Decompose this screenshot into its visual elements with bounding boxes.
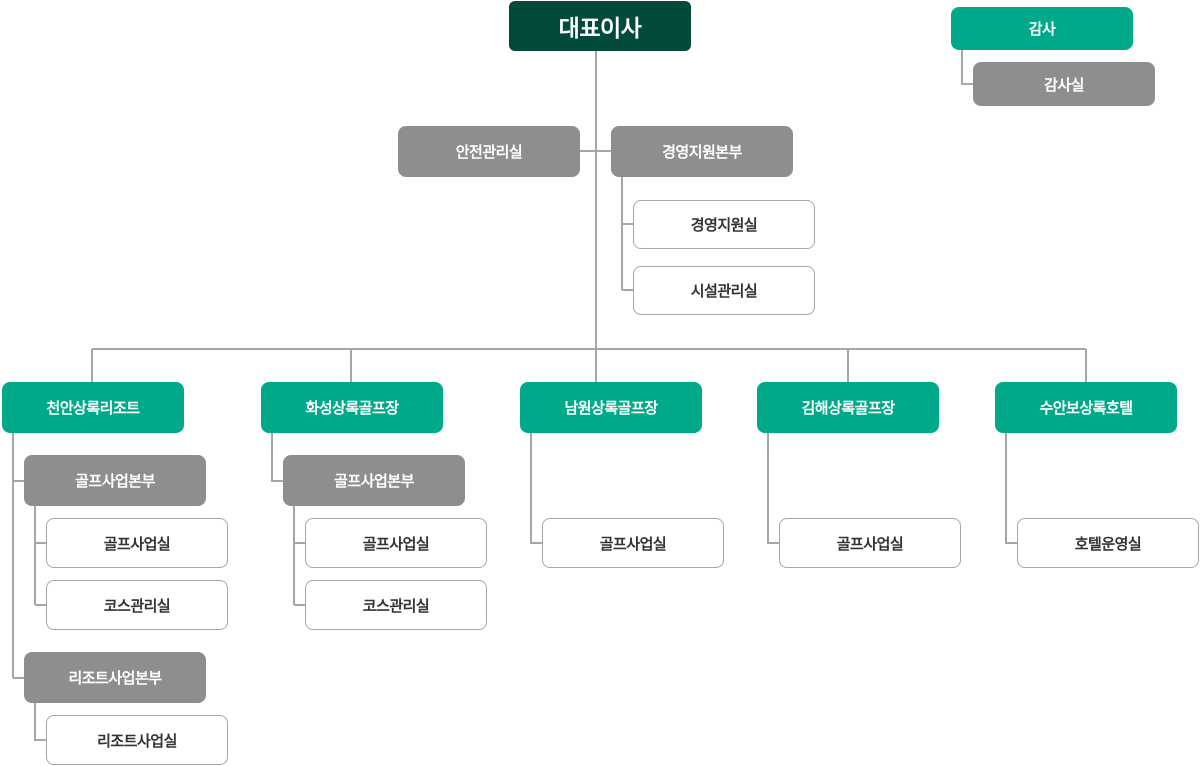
hwaseong-course-office-box: 코스관리실 bbox=[305, 580, 487, 630]
cheonan-course-office-box: 코스관리실 bbox=[46, 580, 228, 630]
connector-namwon bbox=[530, 432, 542, 544]
suanbo-hotel-box: 수안보상록호텔 bbox=[995, 382, 1177, 433]
connector-suanbo bbox=[1005, 432, 1017, 544]
safety-office-box: 안전관리실 bbox=[398, 126, 580, 177]
connector-audit bbox=[961, 50, 973, 85]
cheonan-golf-office-box: 골프사업실 bbox=[46, 518, 228, 568]
audit-office-box: 감사실 bbox=[973, 62, 1155, 106]
connector-cheonan-golf bbox=[34, 505, 46, 606]
cheonan-resort-office-box: 리조트사업실 bbox=[46, 715, 228, 765]
management-hq-box: 경영지원본부 bbox=[611, 126, 793, 177]
connector-hwaseong bbox=[271, 432, 283, 482]
hwaseong-golf-hq-box: 골프사업본부 bbox=[283, 455, 465, 506]
cheonan-resort-box: 천안상록리조트 bbox=[2, 382, 184, 433]
connector-cheonan-resort bbox=[34, 702, 46, 741]
gimhae-golf-box: 김해상록골프장 bbox=[757, 382, 939, 433]
connector-management-hq bbox=[621, 176, 633, 291]
connector-subsidiary-drops bbox=[91, 349, 1087, 383]
management-support-office-box: 경영지원실 bbox=[633, 200, 815, 249]
cheonan-resort-hq-box: 리조트사업본부 bbox=[24, 652, 206, 703]
ceo-box: 대표이사 bbox=[509, 1, 691, 51]
namwon-golf-box: 남원상록골프장 bbox=[520, 382, 702, 433]
namwon-golf-office-box: 골프사업실 bbox=[542, 518, 724, 568]
hwaseong-golf-box: 화성상록골프장 bbox=[261, 382, 443, 433]
cheonan-golf-hq-box: 골프사업본부 bbox=[24, 455, 206, 506]
audit-box: 감사 bbox=[951, 7, 1133, 50]
connector-cheonan bbox=[12, 432, 24, 679]
connector-hwaseong-golf bbox=[293, 505, 305, 606]
connector-gimhae bbox=[767, 432, 779, 544]
facility-office-box: 시설관리실 bbox=[633, 266, 815, 315]
suanbo-hotel-office-box: 호텔운영실 bbox=[1017, 518, 1199, 568]
hwaseong-golf-office-box: 골프사업실 bbox=[305, 518, 487, 568]
gimhae-golf-office-box: 골프사업실 bbox=[779, 518, 961, 568]
